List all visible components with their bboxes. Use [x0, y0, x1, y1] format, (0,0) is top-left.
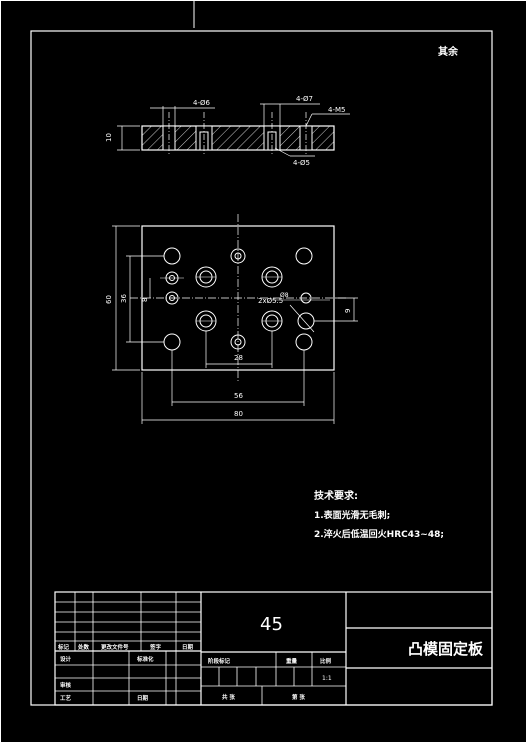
dim-total-width: 80: [234, 410, 243, 418]
notes-heading: 技术要求:: [314, 489, 358, 502]
tb-sheet-no: 第 张: [292, 693, 305, 701]
dim-total-height: 60: [105, 295, 113, 304]
tb-count: 处数: [77, 643, 90, 651]
section-dim-chamfer: 4-M5: [328, 106, 345, 114]
tb-process: 工艺: [60, 694, 72, 702]
tb-scale: 比例: [320, 657, 332, 665]
tb-scale-value: 1:1: [322, 675, 332, 682]
hole-corner-tl: [163, 247, 181, 265]
tb-stage-mark: 阶段标记: [208, 657, 231, 665]
notes-line-1: 1.表面光滑无毛刺;: [314, 509, 390, 521]
section-dim-hole-c: 4-Ø5: [293, 159, 310, 167]
tb-standardize: 标准化: [136, 655, 154, 663]
notes-line-2: 2.淬火后低温回火HRC43~48;: [314, 528, 444, 540]
dim-left-span: 8: [141, 298, 149, 302]
section-dim-hole-a: 4-Ø6: [193, 99, 210, 107]
dim-hole-span: 56: [234, 392, 243, 400]
tb-designer: 设计: [60, 655, 72, 663]
section-dim-height: 10: [105, 133, 113, 142]
section-view: [117, 103, 350, 157]
corner-note: 其余: [438, 45, 459, 58]
section-dim-hole-b: 4-Ø7: [296, 95, 313, 103]
dim-right-offset: 9: [344, 309, 352, 313]
tb-date: 日期: [182, 643, 194, 651]
tb-mark: 标记: [57, 643, 70, 651]
hole-corner-bl: [163, 333, 181, 351]
plan-view: [112, 214, 358, 424]
tb-change-doc: 更改文件号: [101, 643, 129, 651]
title-part-name: 凸模固定板: [408, 640, 484, 658]
title-block: [54, 591, 493, 706]
hole-corner-br: [295, 333, 313, 351]
title-material: 45: [260, 614, 283, 635]
hole-corner-tr: [295, 247, 313, 265]
callout-cbore: Ø8: [280, 292, 289, 299]
dim-inner-span: 28: [234, 354, 243, 362]
tb-checker: 审核: [60, 681, 72, 689]
callout-holes: 2xØ5.5: [258, 297, 283, 305]
tb-weight: 重量: [286, 657, 298, 665]
tb-approve: 日期: [137, 694, 149, 702]
tb-sign: 签字: [149, 643, 162, 651]
tb-sheets-total: 共 张: [222, 693, 235, 701]
dim-vertical-span: 36: [120, 294, 128, 303]
